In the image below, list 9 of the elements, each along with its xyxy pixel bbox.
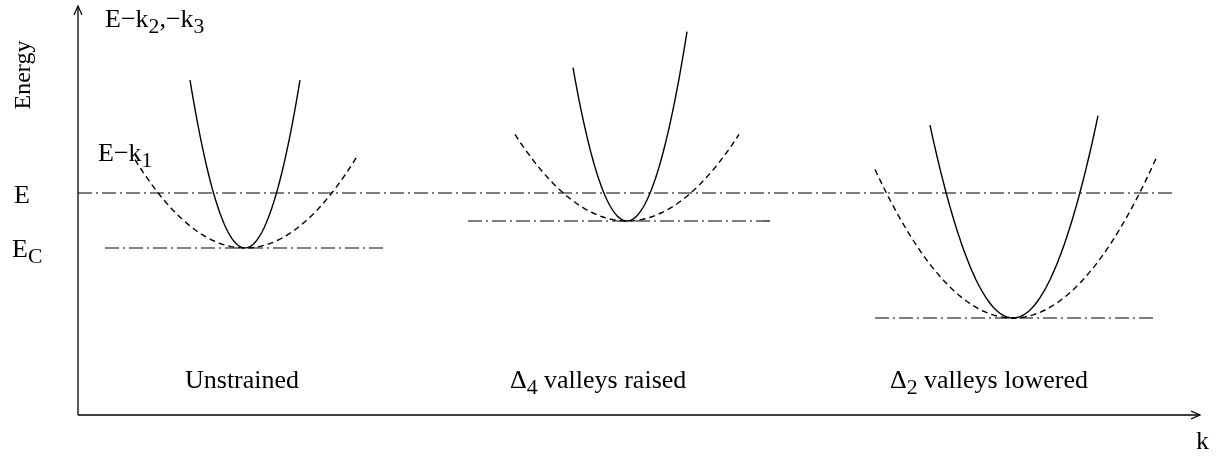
curve-label: E−k$_{1}$: [98, 140, 153, 172]
axis-title: Energy: [10, 40, 34, 110]
energy-level-label: E$_{C}$: [12, 236, 43, 268]
axis-title: k: [1196, 428, 1209, 454]
energy-level-label: E: [14, 182, 30, 208]
panel-caption: Unstrained: [185, 367, 300, 393]
curve-label: E−k$_{2}$,−k$_{3}$: [105, 6, 205, 38]
panel-caption: Δ$_{2}$ valleys lowered: [890, 367, 1088, 399]
panel-caption: Δ$_{4}$ valleys raised: [510, 367, 687, 399]
